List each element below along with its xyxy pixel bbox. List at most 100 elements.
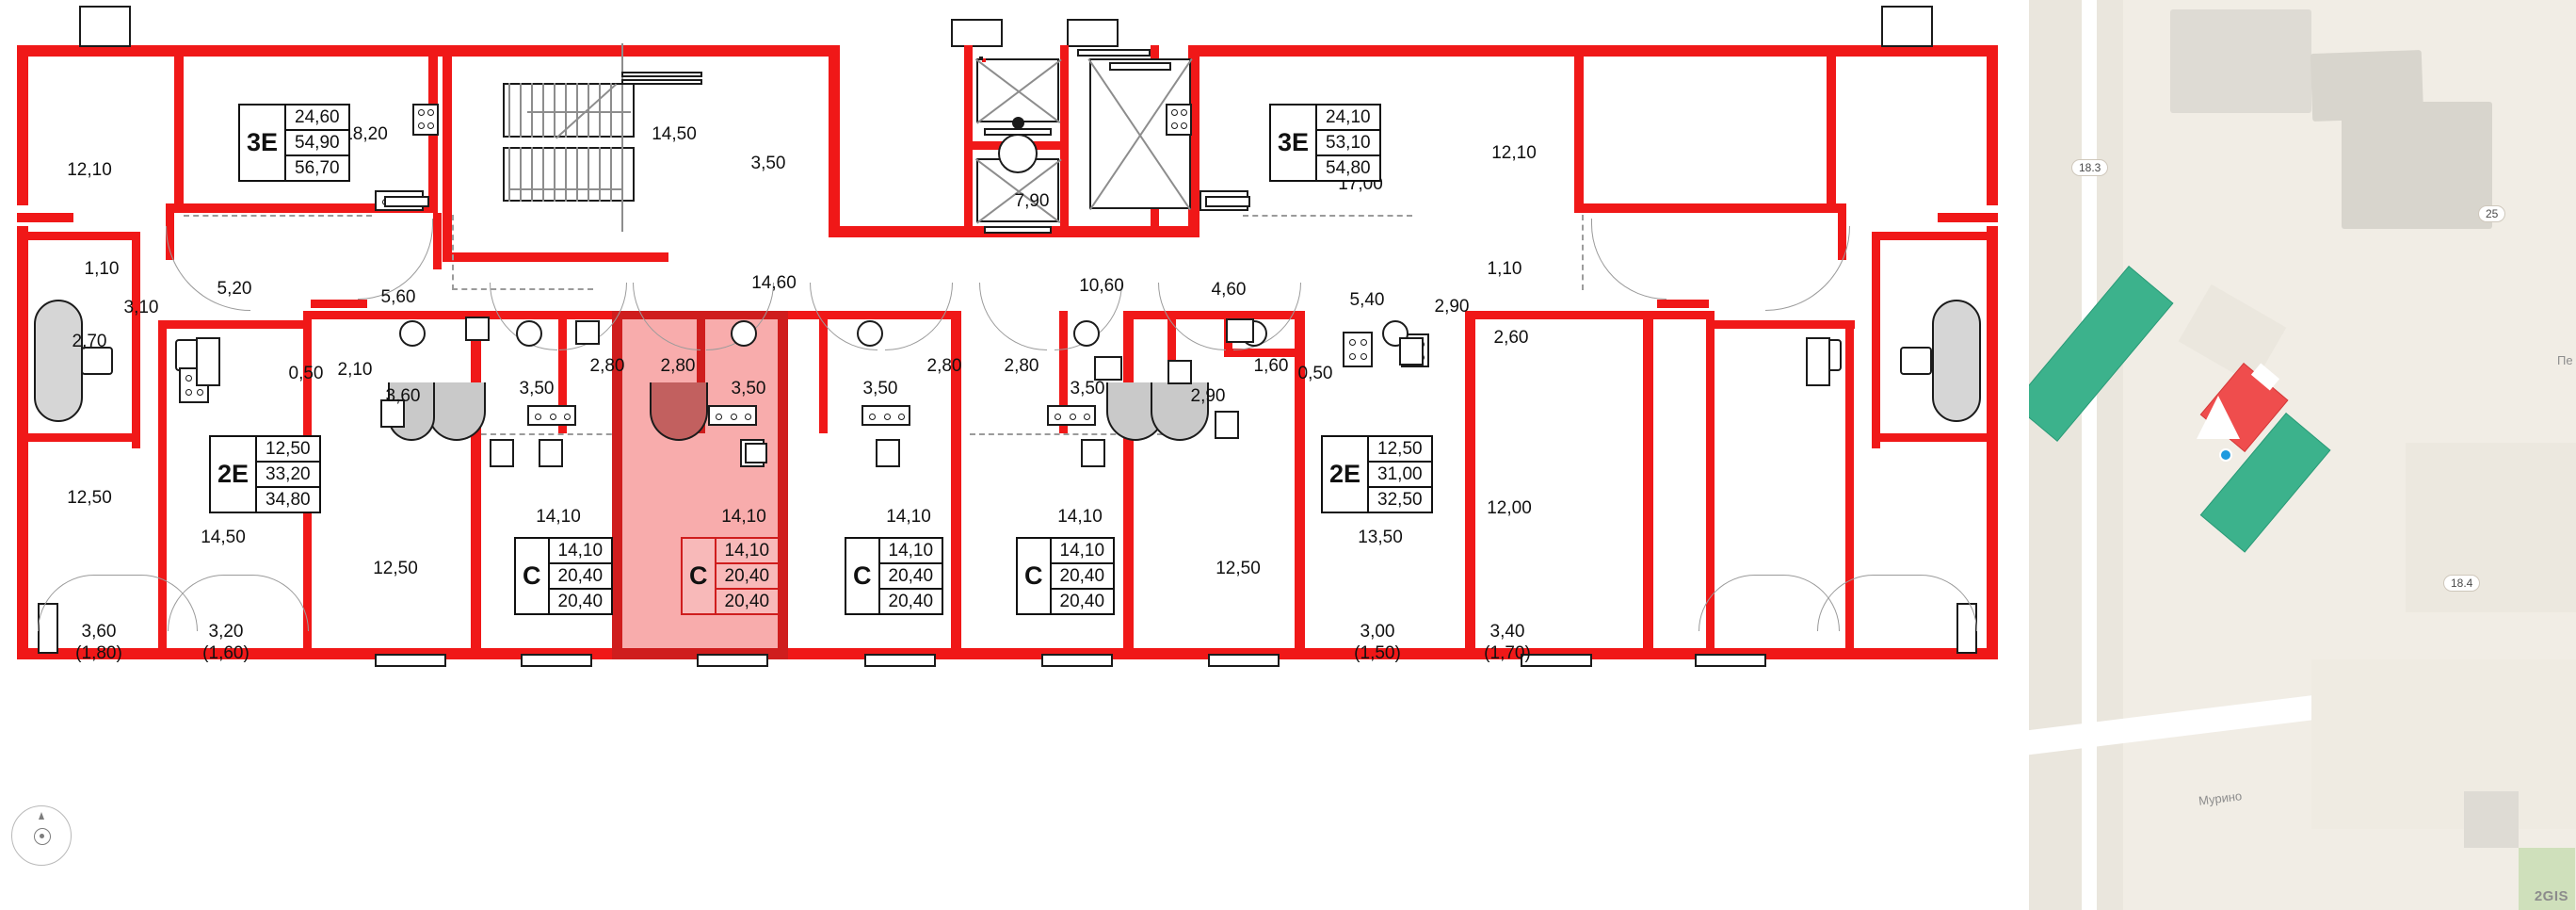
door-arc-14 <box>885 283 953 350</box>
balcony-door-left <box>384 196 429 207</box>
wall-left-bath-v2 <box>132 232 140 448</box>
wheelchair-icon-head <box>1012 117 1024 129</box>
stair-step-b8 <box>588 147 589 202</box>
apartment-type-tag: С <box>1018 539 1052 613</box>
apartment-area-value: 20,40 <box>549 562 612 588</box>
room-area-label: 12,50 <box>67 488 112 508</box>
room-area-label: (1,60) <box>202 643 250 663</box>
map-badge[interactable]: 18.4 <box>2443 575 2481 592</box>
window-stair-top2 <box>621 79 702 85</box>
room-area-label: 3,50 <box>1070 379 1105 398</box>
stove-icon-5 <box>527 405 576 426</box>
door-arc-3 <box>1765 226 1850 311</box>
window-bottom-6 <box>1208 654 1280 667</box>
corridor-dash-mid <box>452 433 621 435</box>
bathtub-left <box>34 300 83 422</box>
room-area-label: 0,50 <box>1297 364 1333 383</box>
room-area-label: 2,80 <box>1004 356 1039 376</box>
map-poi-pin[interactable] <box>2219 448 2232 462</box>
wall-corr-h-right <box>1648 311 1710 319</box>
roof-box-left <box>79 6 131 47</box>
lift-shaft-bar <box>1109 62 1171 71</box>
roof-box-center-right <box>1067 19 1119 47</box>
room-area-label: 14,10 <box>1057 507 1103 527</box>
room-area-label: 12,10 <box>67 160 112 180</box>
room-area-label: 14,10 <box>886 507 931 527</box>
compass-center-dot <box>39 833 44 838</box>
kitchen-sink-2 <box>731 320 757 347</box>
apartment-type-tag: С <box>846 539 880 613</box>
wall-left-apt-h <box>158 320 311 329</box>
apartment-area-value: 33,20 <box>257 461 319 486</box>
room-area-label: 14,50 <box>201 528 246 547</box>
wall-right-v2 <box>1827 45 1836 213</box>
room-area-label: 12,50 <box>373 559 418 578</box>
stair-step-4 <box>542 83 544 138</box>
room-area-label: 1,10 <box>84 259 120 279</box>
appliance-box-12 <box>1094 356 1122 381</box>
appliance-box-13 <box>1167 360 1192 384</box>
stair-landing-line <box>621 43 623 232</box>
room-area-label: 1,10 <box>1487 259 1522 279</box>
wall-outer-bottom <box>17 648 1998 659</box>
stove-icon-7 <box>861 405 910 426</box>
selected-apartment-outline-left <box>612 311 622 659</box>
room-area-label: 2,80 <box>660 356 696 376</box>
bathtub-right <box>1932 300 1981 422</box>
room-area-label: 1,60 <box>1253 356 1289 376</box>
appliance-box-10 <box>1399 337 1424 366</box>
selected-apartment-bath-wall <box>697 311 705 433</box>
elevator-door-bottom <box>984 226 1052 234</box>
map-badge[interactable]: 25 <box>2478 205 2506 222</box>
stair-step-b3 <box>531 147 533 202</box>
stair-step-b5 <box>554 147 555 202</box>
stair-step-b4 <box>542 147 544 202</box>
room-area-label: 2,80 <box>926 356 962 376</box>
wall-outer-top-right <box>1188 45 1998 57</box>
apartment-area-value: 34,80 <box>257 486 319 512</box>
kitchen-sink-1 <box>516 320 542 347</box>
wall-core-right <box>1188 45 1199 234</box>
apartment-area-value: 32,50 <box>1369 486 1431 512</box>
window-stair-top <box>621 72 702 77</box>
room-area-label: 4,60 <box>1211 280 1247 300</box>
room-area-label: (1,50) <box>1354 643 1401 663</box>
corridor-dash-right <box>1243 215 1412 217</box>
sink-left <box>81 347 113 375</box>
apartment-area-value: 53,10 <box>1317 129 1379 154</box>
apartment-area-value: 14,10 <box>888 541 934 561</box>
balcony-arc-right-2 <box>1699 575 1840 631</box>
apartment-area-value: 20,40 <box>716 562 779 588</box>
apartment-area-value: 20,40 <box>1051 562 1114 588</box>
kitchen-sink-3 <box>857 320 883 347</box>
room-area-label: 12,10 <box>1491 143 1537 163</box>
kitchen-sink-4 <box>1073 320 1100 347</box>
stove-icon-2 <box>1166 104 1192 136</box>
appliance-box-1 <box>380 399 405 428</box>
apartment-area-value: 20,40 <box>879 588 942 613</box>
room-area-label: 3,50 <box>731 379 766 398</box>
map-badge[interactable]: 18.3 <box>2071 159 2109 176</box>
compass-north-pointer <box>39 812 44 820</box>
wall-outer-left <box>17 45 28 205</box>
wall-left-bath-h <box>17 232 139 240</box>
balcony-door-right <box>1205 196 1250 207</box>
room-area-label: 0,50 <box>288 364 324 383</box>
map-block-grey-1 <box>2170 9 2311 113</box>
stair-step-2 <box>520 83 522 138</box>
wall-core-mid-v <box>964 45 973 234</box>
room-area-label: 13,50 <box>1358 528 1403 547</box>
map-road-vertical <box>2082 0 2097 910</box>
apartment-area-value: 20,40 <box>549 588 612 613</box>
